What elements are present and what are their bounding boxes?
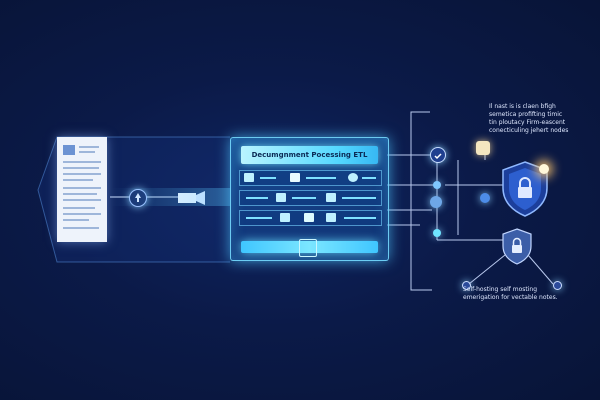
source-document <box>57 137 107 242</box>
top-note-line: conecticuling jehert nodes <box>489 127 569 134</box>
document-line <box>79 146 99 148</box>
document-line <box>79 151 95 153</box>
note-marker-icon <box>553 281 562 290</box>
document-line <box>63 167 99 169</box>
connector-plug-icon <box>178 190 208 205</box>
row-bar <box>362 177 376 179</box>
upload-icon <box>129 189 147 207</box>
row-bar <box>292 197 316 199</box>
check-node-icon <box>430 147 446 163</box>
top-note: Il nast is is claen bfigh semetica profi… <box>489 103 589 135</box>
circle-icon <box>348 173 358 182</box>
table-icon <box>276 193 286 202</box>
network-node <box>433 181 441 189</box>
sparkle-icon <box>539 164 549 174</box>
etl-processing-panel: Decumgnment Pocessing ETL <box>230 137 389 261</box>
top-note-line: semetica profifting timic <box>489 111 563 118</box>
output-bar <box>241 239 378 257</box>
document-line <box>63 179 93 181</box>
output-lock-icon <box>299 239 317 257</box>
security-shield-icon <box>500 160 550 218</box>
network-node <box>430 196 442 208</box>
node-icon <box>280 213 290 222</box>
database-icon <box>476 141 490 155</box>
bottom-note: Self-hosting self mosting emerigation fo… <box>463 286 573 302</box>
row-bar <box>342 197 376 199</box>
note-marker-icon <box>462 281 471 290</box>
lock-shield-icon <box>501 228 533 266</box>
network-node <box>433 229 441 237</box>
document-line <box>63 227 99 229</box>
top-note-line: Il nast is is claen bfigh <box>489 103 556 110</box>
panel-title: Decumgnment Pocessing ETL <box>241 146 378 164</box>
row-bar <box>306 177 336 179</box>
pipeline-row <box>239 210 382 226</box>
filter-icon <box>326 213 336 222</box>
shield-small-icon <box>304 213 314 222</box>
document-line <box>63 193 97 195</box>
row-bar <box>246 217 272 219</box>
row-bar <box>246 197 268 199</box>
document-line <box>63 219 89 221</box>
pipeline-row <box>239 170 382 186</box>
row-bar <box>344 217 376 219</box>
document-line <box>63 199 101 201</box>
row-bar <box>260 177 276 179</box>
mail-icon <box>244 173 254 182</box>
document-line <box>63 173 101 175</box>
document-line <box>63 213 101 215</box>
network-node <box>480 193 490 203</box>
document-line <box>63 161 101 163</box>
bottom-note-line: emerigation for vectable notes. <box>463 294 558 301</box>
document-line <box>63 207 95 209</box>
top-note-line: tin ploutacy Firm-eascent <box>489 119 566 126</box>
bottom-note-line: Self-hosting self mosting <box>463 286 538 293</box>
grid-icon <box>326 193 336 202</box>
document-image-icon <box>63 145 75 155</box>
device-icon <box>290 173 300 182</box>
document-line <box>63 187 101 189</box>
pipeline-row <box>239 190 382 206</box>
light-beam <box>110 188 230 206</box>
